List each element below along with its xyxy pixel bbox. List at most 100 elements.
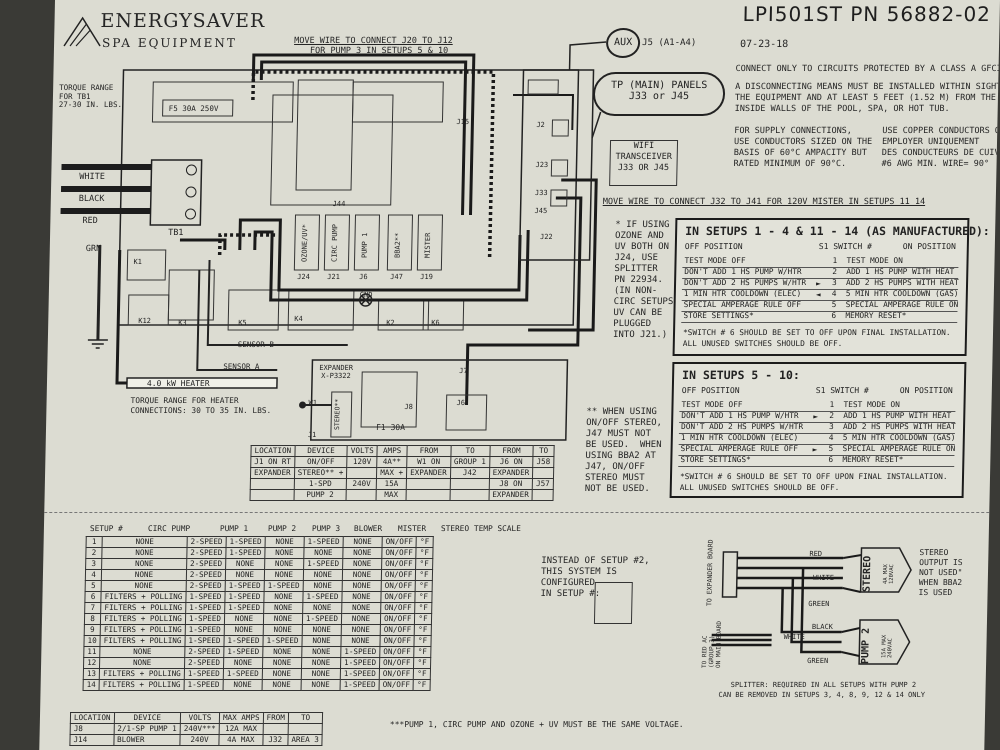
table-cell: 9 [84,624,101,636]
table-header-cell: LOCATION [70,712,115,724]
table-cell: 10 [83,635,101,647]
table-cell: ON/OFF [379,679,414,691]
table-cell: FILTERS + POLLING [99,679,185,691]
table-cell: ON/OFF [380,624,415,636]
table-cell: NONE [341,602,381,614]
gfci-note: CONNECT ONLY TO CIRCUITS PROTECTED BY A … [735,64,1000,74]
black-wire-label: BLACK [78,194,105,204]
table-cell: 12 [83,657,100,669]
splitter-diagram [711,547,912,665]
tb1-label: TB1 [168,228,184,238]
switch-settings-setups-5-10: IN SETUPS 5 - 10: OFF POSITION S1 SWITCH… [669,362,967,498]
j23-label: J23 [535,161,549,169]
table-cell: 2-SPEED [186,536,227,548]
splitter-note: SPLITTER: REQUIRED IN ALL SETUPS WITH PU… [730,681,917,689]
table-cell: J14 [69,734,114,746]
arrow-right-icon: ► [812,445,818,454]
arrow-right-icon: ► [813,412,819,421]
table-cell: 7 [84,602,102,614]
splitter-green-label-2: GREEN [807,657,829,665]
table-cell: NONE [102,536,188,548]
table-cell: NONE [224,613,264,625]
heater-label: 4.0 kW HEATER [146,379,210,388]
table-cell: °F [413,668,431,680]
splitter-white-label-2: WHITE [783,633,805,641]
table-cell: °F [415,580,432,592]
splitter-note-b: CAN BE REMOVED IN SETUPS 3, 4, 8, 9, 12 … [718,691,926,699]
table-cell: NONE [300,679,341,691]
table-cell: 1-SPEED [223,668,263,680]
table-cell: 11 [83,646,101,658]
white-wire-label: WHITE [79,172,105,182]
expander-label: EXPANDER X-P3322 [319,364,354,380]
section-divider [44,512,990,513]
supply-note-4: RATED MINIMUM OF 90°C. [733,159,847,169]
table-header-cell: TO [288,712,323,724]
table-cell: NONE [101,569,187,581]
table-cell: NONE [342,547,383,559]
table-cell: °F [415,602,432,614]
connector-id-j24: J24 [297,273,310,281]
red-wire-label: RED [82,216,98,226]
disconnect-note-2: THE EQUIPMENT AND AT LEAST 5 FEET (1.52 … [734,93,997,103]
table-cell: NONE [303,547,343,559]
table-cell: NONE [262,657,302,669]
table-cell: NONE [263,591,304,603]
table-cell: 1-SPEED [224,602,264,614]
table-cell: 1-SPEED [262,635,303,647]
j22-label: J22 [539,233,553,241]
table-cell: 1-SPEED [184,668,224,680]
copper-note-4: #6 AWG MIN. WIRE= 90° [881,159,990,169]
table-cell: 2-SPEED [186,558,226,570]
relay-k1: K1 [133,258,143,266]
table-cell: NONE [101,558,187,570]
table-cell: ON/OFF [382,536,417,548]
table-cell: NONE [301,668,341,680]
control-board-wiring [60,41,607,441]
wifi-transceiver: WIFI TRANSCEIVER J33 OR J45 [609,140,679,186]
arrow-left-icon: ◄ [815,290,821,299]
connector-circ-pump: CIRC PUMP [330,224,340,262]
table-cell: °F [414,635,431,647]
to-red-ac-label: TO RED AC (GROUP 3) ON MAIN BOARD [701,621,723,668]
relay-k4: K4 [294,315,303,323]
disconnect-note-3: INSIDE WALLS OF THE POOL, SPA, OR HOT TU… [734,104,950,114]
table-cell: 1-SPEED [185,602,225,614]
table-cell: NONE [224,624,264,636]
table-cell: FILTERS + POLLING [100,602,186,614]
table-cell: 4A MAX [218,734,263,746]
table-cell: ON/OFF [380,591,416,603]
table-cell: ON/OFF [379,657,415,669]
table-cell: 2 [85,547,103,559]
table-cell: NONE [303,580,343,592]
torque-tb1-label: TORQUE RANGE FOR TB1 27-30 IN. LBS. [58,83,123,109]
table-cell: J32 [262,734,289,746]
table-cell: 1 [86,536,103,548]
table-cell: 1-SPEED [223,635,264,647]
sensor-b-label: SENSOR B [237,340,275,349]
table-cell: NONE [264,569,304,581]
setup-number-box [593,582,633,624]
table-cell: °F [413,657,431,669]
table-cell: 14 [83,679,100,691]
table-cell: NONE [341,613,381,625]
connector-mister: MISTER [423,232,433,258]
table-cell: NONE [342,569,382,581]
table-cell: 2-SPEED [184,646,224,658]
